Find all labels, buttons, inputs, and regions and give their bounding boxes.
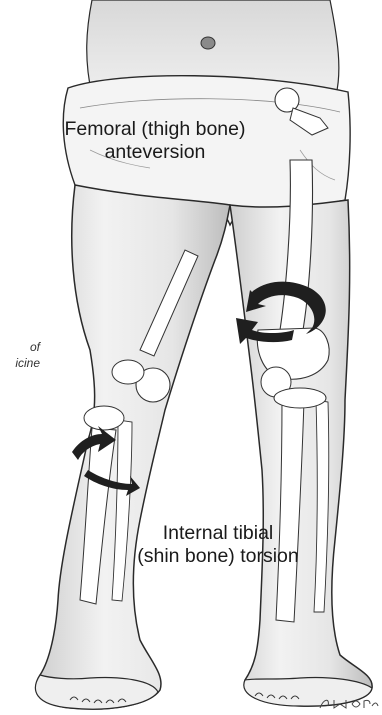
- side-note-line2: icine: [0, 356, 40, 372]
- side-note-line1: of: [0, 340, 40, 356]
- left-leg: [35, 185, 230, 709]
- tibial-label-line2: (shin bone) torsion: [108, 545, 328, 568]
- femoral-label-line1: Femoral (thigh bone): [20, 118, 290, 141]
- femoral-label-line2: anteversion: [20, 141, 290, 164]
- cropped-side-caption: of icine: [0, 340, 40, 371]
- femoral-anteversion-label: Femoral (thigh bone) anteversion: [20, 118, 290, 165]
- artist-signature: [316, 696, 380, 712]
- navel: [201, 37, 215, 49]
- tibial-torsion-label: Internal tibial (shin bone) torsion: [108, 522, 328, 569]
- tibial-label-line1: Internal tibial: [108, 522, 328, 545]
